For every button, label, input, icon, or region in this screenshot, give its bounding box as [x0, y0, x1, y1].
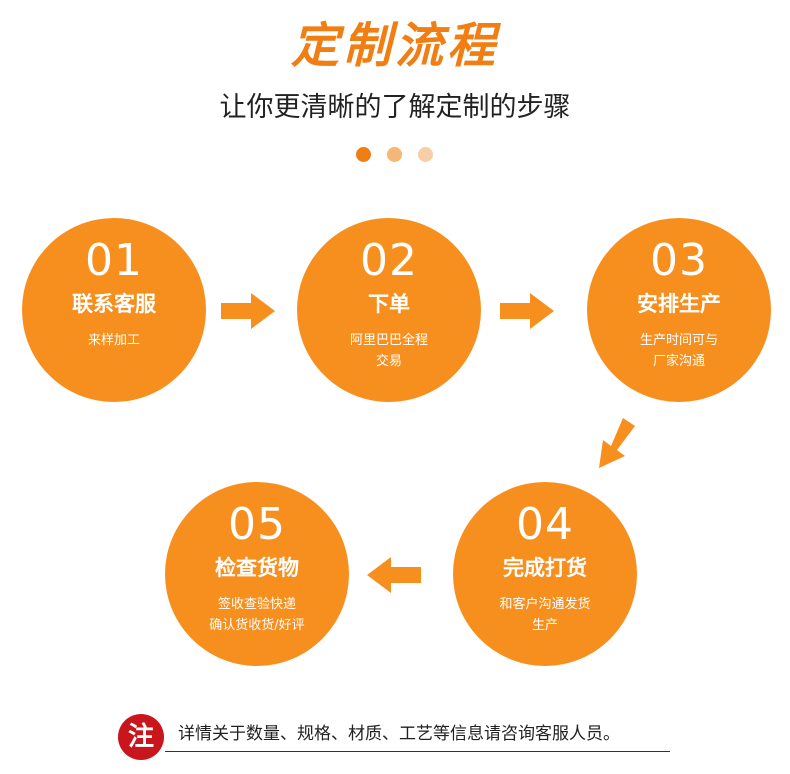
step-description-line: 生产 [531, 618, 558, 633]
step-number: 05 [228, 499, 286, 550]
arrow-right-icon [221, 293, 275, 329]
step-circle-02: 02 下单 阿里巴巴全程 交易 [297, 218, 481, 402]
step-title: 安排生产 [637, 292, 721, 316]
step-circle-05: 05 检查货物 签收查验快递 确认货收货/好评 [165, 482, 349, 666]
indicator-dot [418, 147, 433, 162]
page-title: 定制流程 [290, 18, 499, 74]
step-number: 01 [85, 235, 143, 286]
step-description-line: 交易 [375, 354, 402, 369]
arrow-down-left-icon [599, 418, 635, 468]
page-subtitle: 让你更清晰的了解定制的步骤 [219, 92, 571, 123]
step-number: 04 [516, 499, 574, 550]
step-circle-01: 01 联系客服 来样加工 [22, 218, 206, 402]
arrow-left-icon [367, 557, 421, 593]
step-circle-03: 03 安排生产 生产时间可与 厂家沟通 [587, 218, 771, 402]
step-circle-04: 04 完成打货 和客户沟通发货 生产 [453, 482, 637, 666]
step-title: 联系客服 [72, 292, 156, 316]
indicator-dot [356, 147, 371, 162]
note-text: 详情关于数量、规格、材质、工艺等信息请咨询客服人员。 [178, 724, 620, 744]
note-underline [165, 751, 670, 752]
step-description-line: 厂家沟通 [652, 354, 705, 369]
step-title: 完成打货 [503, 556, 587, 580]
step-description-line: 生产时间可与 [639, 333, 718, 348]
indicator-dot [387, 147, 402, 162]
step-description: 生产时间可与 厂家沟通 [587, 330, 771, 372]
step-description: 签收查验快递 确认货收货/好评 [165, 594, 349, 636]
step-description-line: 来样加工 [87, 333, 140, 348]
step-number: 03 [650, 235, 708, 286]
arrow-right-icon [500, 293, 554, 329]
step-description-line: 确认货收货/好评 [209, 618, 305, 633]
step-description: 和客户沟通发货 生产 [453, 594, 637, 636]
step-description: 来样加工 [22, 330, 206, 351]
step-title: 检查货物 [215, 556, 299, 580]
step-description-line: 和客户沟通发货 [499, 597, 591, 612]
note-badge: 注 [118, 714, 164, 760]
step-title: 下单 [368, 292, 410, 316]
step-description-line: 签收查验快递 [217, 597, 296, 612]
step-description: 阿里巴巴全程 交易 [297, 330, 481, 372]
step-number: 02 [360, 235, 418, 286]
step-description-line: 阿里巴巴全程 [349, 333, 428, 348]
